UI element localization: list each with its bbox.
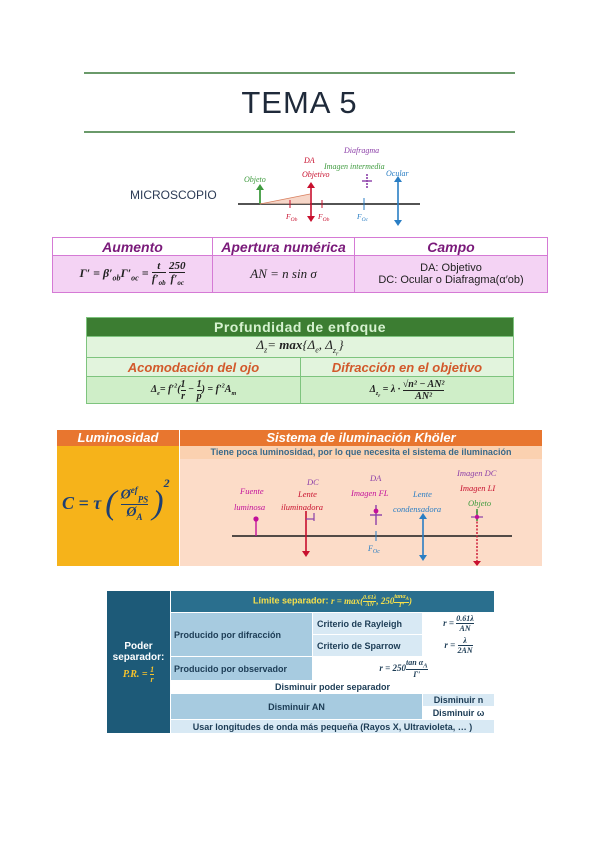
disminuir-poder-cell: Disminuir poder separador bbox=[170, 680, 495, 694]
rayleigh-cell: Criterio de Rayleigh bbox=[312, 612, 423, 635]
kohler-panel bbox=[180, 459, 542, 566]
microscope-fob-label: F bbox=[285, 212, 291, 221]
kohler-da-label: DA bbox=[369, 473, 382, 483]
svg-text:FOc: FOc bbox=[367, 544, 380, 555]
diffraction-header: Difracción en el objetivo bbox=[300, 357, 514, 378]
kohler-lente2-label: Lente bbox=[412, 489, 432, 499]
kohler-header: Sistema de iluminación Khöler bbox=[180, 430, 542, 446]
microscope-ocular-label: Ocular bbox=[386, 169, 410, 178]
kohler-imagen-li-label: Imagen LI bbox=[459, 483, 496, 493]
disminuir-n-cell: Disminuir n bbox=[422, 693, 495, 707]
microscope-objeto-label: Objeto bbox=[244, 175, 266, 184]
kohler-objeto-label: Objeto bbox=[468, 498, 491, 508]
page-title: TEMA 5 bbox=[241, 85, 358, 120]
top-rule bbox=[84, 72, 515, 74]
microscope-imagen-intermedia-label: Imagen intermedia bbox=[323, 162, 385, 171]
microscope-foc-label: F bbox=[356, 212, 362, 221]
microscope-diagram: Objeto DA Objetivo FOb FOb Diafragma Ima… bbox=[238, 146, 420, 226]
kohler-imagen-dc-label: Imagen DC bbox=[456, 468, 497, 478]
header-campo: Campo bbox=[354, 237, 548, 256]
kohler-foc-label: F bbox=[367, 544, 373, 553]
disminuir-omega-cell: Disminuir ω bbox=[422, 706, 495, 720]
campo-line1: DA: Objetivo bbox=[420, 262, 482, 274]
svg-text:FOb: FOb bbox=[317, 212, 330, 223]
kohler-iluminadora-label: iluminadora bbox=[281, 502, 323, 512]
kohler-foc-sub: Oc bbox=[373, 549, 380, 555]
accommodation-header: Acomodación del ojo bbox=[86, 357, 301, 378]
depth-formula: Δz= max{Δe, Δzr} bbox=[86, 335, 514, 359]
microscope-foc-sub: Oc bbox=[362, 217, 369, 223]
kohler-diagram: Fuente luminosa DC Lente iluminadora DA … bbox=[232, 468, 512, 566]
apertura-formula: AN = n sin σ bbox=[212, 255, 355, 293]
poder-line2: separador: bbox=[112, 651, 165, 663]
usar-longitudes-cell: Usar longitudes de onda más pequeña (Ray… bbox=[170, 719, 495, 734]
depth-title: Profundidad de enfoque bbox=[86, 317, 514, 337]
microscope-fobprime-sub: Ob bbox=[323, 217, 330, 223]
kohler-dc-label: DC bbox=[306, 477, 319, 487]
svg-text:FOc: FOc bbox=[356, 212, 369, 223]
campo-line2: DC: Ocular o Diafragma(α′ob) bbox=[378, 274, 524, 286]
campo-cell: DA: Objetivo DC: Ocular o Diafragma(α′ob… bbox=[354, 255, 548, 293]
kohler-fuente-label: Fuente bbox=[239, 486, 264, 496]
microscope-fob-sub: Ob bbox=[291, 217, 298, 223]
kohler-lente-label: Lente bbox=[297, 489, 317, 499]
disminuir-an-cell: Disminuir AN bbox=[170, 693, 423, 720]
microscope-da-label: DA bbox=[303, 156, 315, 165]
microscope-objetivo-label: Objetivo bbox=[302, 170, 330, 179]
kohler-luminosa-label: luminosa bbox=[234, 502, 265, 512]
magnification-table: Aumento Apertura numérica Campo Γ′ = β′o… bbox=[52, 237, 548, 293]
luminosity-panel bbox=[57, 446, 179, 566]
observador-cell: Producido por observador bbox=[170, 656, 313, 681]
header-apertura: Apertura numérica bbox=[212, 237, 355, 256]
depth-of-focus-table: Profundidad de enfoque Δz= max{Δe, Δzr} … bbox=[86, 317, 514, 405]
poder-line1: Poder bbox=[124, 640, 153, 652]
luminosity-header: Luminosidad bbox=[57, 430, 179, 446]
kohler-imagen-fl-label: Imagen FL bbox=[350, 488, 389, 498]
bottom-rule bbox=[84, 131, 515, 133]
sparrow-cell: Criterio de Sparrow bbox=[312, 634, 423, 657]
luminosity-formula: C = τ ( ØefPS ØA )2 bbox=[62, 476, 170, 522]
kohler-condensadora-label: condensadora bbox=[393, 504, 441, 514]
kohler-subtitle: Tiene poca luminosidad, por lo que neces… bbox=[180, 446, 542, 459]
svg-text:FOb: FOb bbox=[285, 212, 298, 223]
microscope-label: MICROSCOPIO bbox=[130, 188, 217, 202]
header-aumento: Aumento bbox=[52, 237, 213, 256]
microscope-diafragma-label: Diafragma bbox=[343, 146, 379, 155]
difraccion-cell: Producido por difracción bbox=[170, 612, 313, 657]
